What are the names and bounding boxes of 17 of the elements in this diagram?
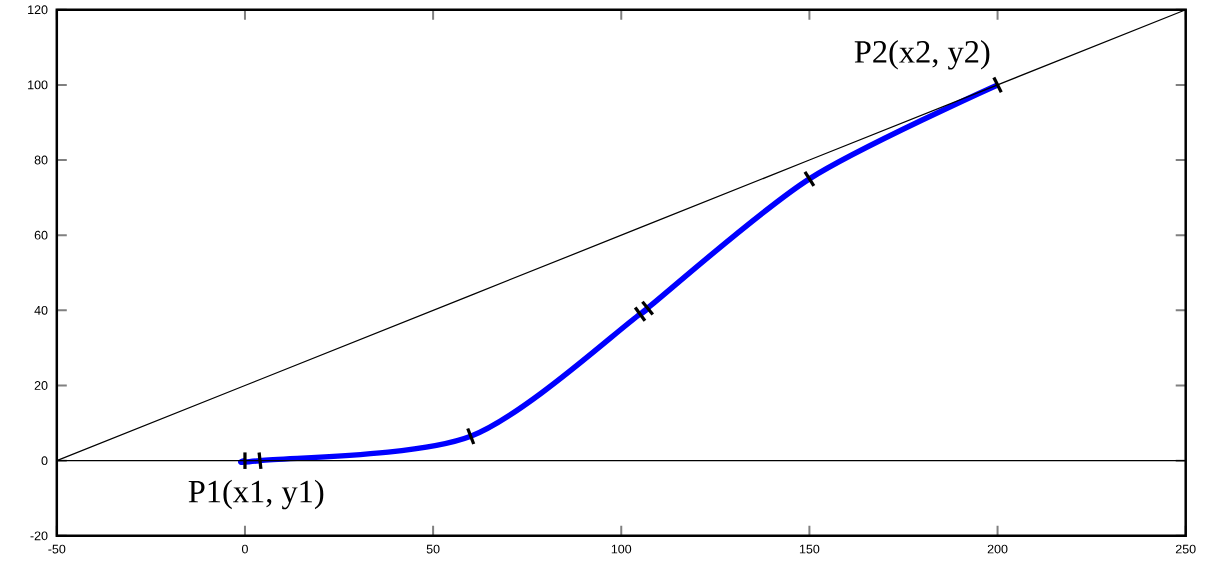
y-tick-label: 120	[28, 5, 48, 15]
y-tick-label: 100	[28, 80, 48, 90]
x-tick-label: 100	[611, 544, 632, 554]
x-tick-label: 200	[987, 544, 1008, 554]
x-tick-label: 250	[1175, 544, 1196, 554]
annotation: P2(x2, y2)	[854, 40, 990, 70]
y-tick-label: -20	[30, 531, 48, 541]
y-tick-label: 60	[34, 230, 48, 240]
y-tick-label: 20	[34, 381, 48, 390]
y-tick-label: 80	[34, 155, 48, 165]
annotation: P1(x1, y1)	[188, 479, 324, 510]
x-tick-label: 50	[426, 544, 440, 554]
y-tick-label: 0	[41, 456, 48, 466]
y-tick-label: 40	[34, 305, 48, 315]
x-tick-label: 0	[241, 544, 248, 554]
x-tick-label: -50	[48, 544, 66, 554]
x-tick-label: 150	[799, 544, 820, 554]
